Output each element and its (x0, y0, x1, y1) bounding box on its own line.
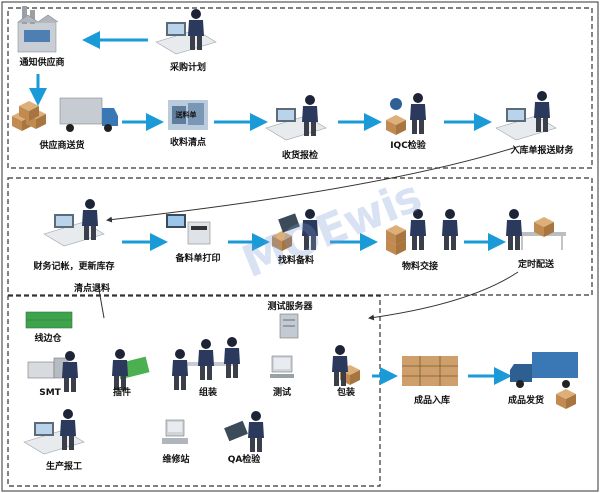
packing-icon (332, 345, 360, 386)
label-return-material: 清点退料 (73, 284, 111, 294)
label-receive-inspect: 收货报检 (281, 151, 319, 161)
server-icon (279, 313, 299, 339)
label-test-server: 测试服务器 (267, 302, 313, 312)
label-testing: 测试 (272, 388, 292, 398)
iqc-icon (386, 93, 426, 135)
qa-inspection-icon (224, 411, 264, 452)
label-finished-shipping: 成品发货 (507, 396, 545, 406)
label-production-report: 生产报工 (45, 462, 83, 472)
person-finance-book (43, 199, 105, 247)
label-material-handover: 物料交接 (401, 262, 439, 272)
label-finance-book: 财务记帐，更新库存 (33, 262, 115, 272)
repair-station-icon (162, 419, 188, 444)
assembly-icon (172, 337, 240, 390)
smt-machine-icon (27, 351, 78, 392)
person-purchase-plan (155, 9, 217, 55)
person-receive-inspect (265, 95, 327, 141)
label-delivery-note: 送料单 (175, 111, 197, 119)
section-production (7, 295, 381, 487)
receive-check-icon (168, 100, 208, 130)
label-supplier-delivery: 供应商送货 (39, 141, 85, 151)
connector-return-to-book (97, 283, 105, 319)
label-finished-storage: 成品入库 (413, 396, 451, 406)
section-procurement (7, 7, 593, 169)
label-line-side-storage: 线边仓 (34, 334, 62, 344)
find-material-icon (272, 209, 318, 251)
label-assembly: 组装 (198, 388, 218, 398)
label-iqc: IQC检验 (390, 141, 426, 151)
production-report-icon (23, 409, 85, 455)
truck-icon (59, 97, 118, 132)
person-warehouse-finance (495, 91, 557, 141)
label-smt: SMT (39, 388, 61, 398)
label-repair-station: 维修站 (162, 455, 190, 465)
label-insertion: 插件 (112, 388, 132, 398)
shipping-truck-icon (510, 352, 578, 409)
label-picklist-print: 备料单打印 (175, 254, 221, 264)
finished-storage-icon (402, 356, 458, 386)
label-receive-check: 收料清点 (169, 138, 207, 148)
label-warehouse-finance: 入库单报送财务 (510, 146, 574, 156)
line-side-storage-icon (25, 311, 73, 329)
insertion-icon (112, 349, 150, 390)
label-packing: 包装 (336, 388, 356, 398)
label-qa-inspection: QA检验 (227, 455, 261, 465)
label-notify-supplier: 通知供应商 (19, 58, 65, 68)
printer-icon (166, 214, 211, 245)
label-find-material: 找料备料 (277, 256, 315, 266)
connector-delivery-to-production (368, 271, 519, 321)
section-warehouse (7, 177, 593, 296)
testing-icon (270, 355, 294, 378)
label-scheduled-delivery: 定时配送 (517, 260, 555, 270)
scheduled-delivery-icon (506, 209, 566, 250)
connector-finance-to-book (106, 145, 521, 223)
label-purchase-plan: 采购计划 (169, 63, 207, 73)
factory-icon (17, 6, 59, 53)
supplier-boxes-icon (12, 101, 46, 131)
